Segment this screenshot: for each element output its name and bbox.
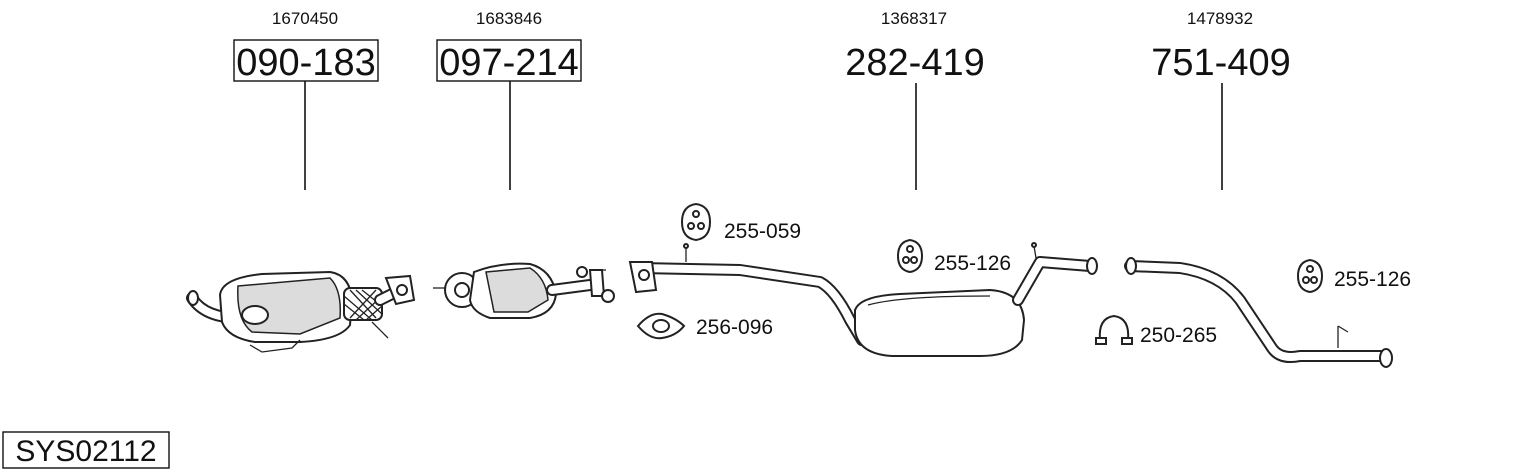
accessory-255-126-front[interactable]: 255-126: [896, 238, 1011, 275]
part-callout-751-409[interactable]: 1478932 751-409: [1151, 9, 1291, 190]
oem-number: 1670450: [272, 9, 338, 28]
oem-number: 1683846: [476, 9, 542, 28]
catalytic-converter-drawing[interactable]: [186, 270, 416, 353]
accessory-256-096[interactable]: 256-096: [636, 312, 773, 340]
accessory-number: 250-265: [1140, 324, 1217, 347]
part-number: 282-419: [845, 42, 984, 84]
accessory-number: 255-126: [934, 252, 1011, 275]
system-code-box: [2, 431, 170, 469]
rear-pipe-drawing[interactable]: [1124, 257, 1393, 368]
part-number: 097-214: [439, 42, 578, 84]
part-number-box: [436, 39, 582, 82]
part-number: 090-183: [236, 42, 375, 84]
system-code-label: SYS02112: [2, 431, 170, 469]
oem-number: 1478932: [1187, 9, 1253, 28]
rubber-hanger-icon: [680, 202, 712, 242]
accessory-255-059[interactable]: 255-059: [680, 202, 801, 243]
accessory-250-265[interactable]: 250-265: [1095, 314, 1217, 347]
accessory-255-126-rear[interactable]: 255-126: [1296, 258, 1411, 294]
part-callout-282-419[interactable]: 1368317 282-419: [845, 9, 985, 190]
part-number: 751-409: [1151, 42, 1290, 84]
rubber-hanger-icon: [1296, 258, 1324, 294]
middle-silencer-drawing[interactable]: [628, 242, 1098, 357]
accessory-number: 255-126: [1334, 268, 1411, 291]
pipe-clamp-icon: [1095, 314, 1133, 345]
part-number-box: [233, 39, 379, 82]
accessory-number: 256-096: [696, 316, 773, 339]
oem-number: 1368317: [881, 9, 947, 28]
part-callout-097-214[interactable]: 1683846 097-214: [436, 9, 582, 190]
system-code: SYS02112: [15, 435, 156, 468]
rubber-hanger-icon: [896, 238, 924, 274]
particulate-filter-drawing[interactable]: [433, 262, 615, 319]
part-callout-090-183[interactable]: 1670450 090-183: [233, 9, 379, 190]
gasket-icon: [636, 312, 686, 340]
accessory-number: 255-059: [724, 220, 801, 243]
